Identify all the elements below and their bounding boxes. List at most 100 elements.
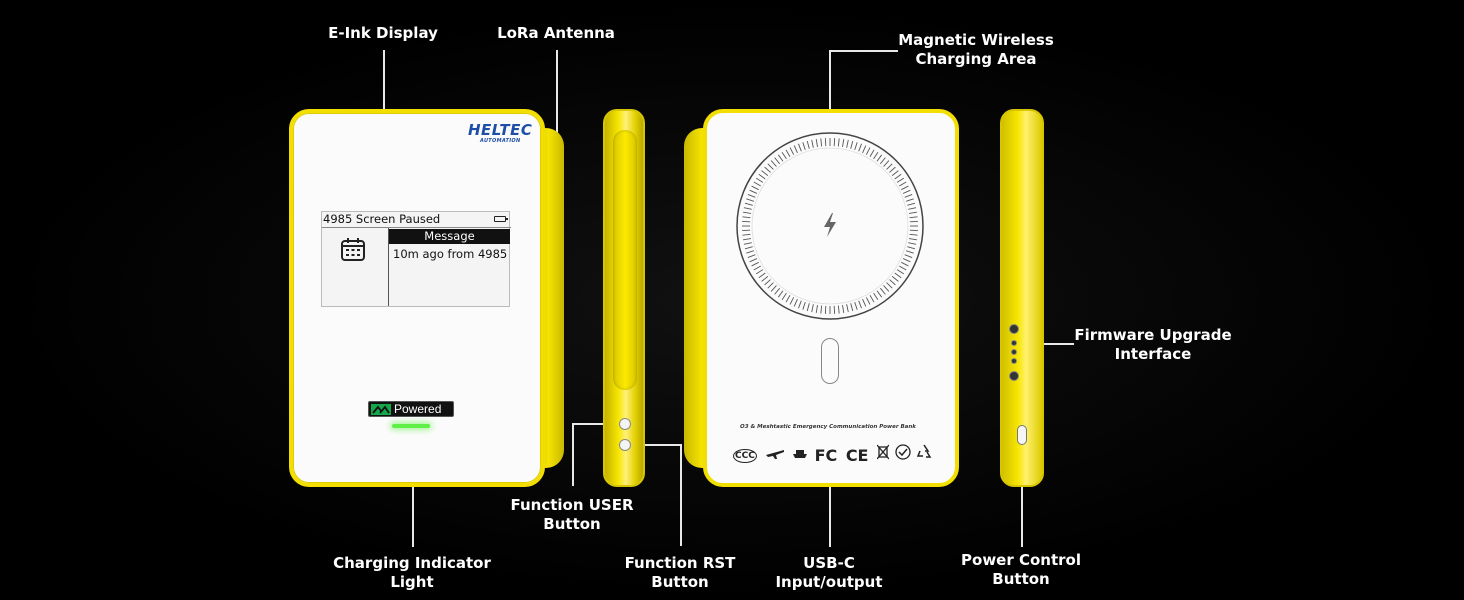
side-groove [613,130,637,390]
ring-tick [747,254,756,258]
ring-tick [806,303,810,312]
ring-tick [858,300,862,309]
ring-tick [902,258,911,263]
user-button-label-line1: Function USER [510,496,634,514]
ring-tick [865,147,871,155]
ring-tick [758,173,766,180]
ring-tick [854,142,858,151]
ring-tick [789,147,795,155]
meshtastic-logo-icon [371,404,391,415]
firmware-label: Firmware Upgrade Interface [1074,326,1232,364]
ship-icon [792,450,807,458]
recycle-icon [917,444,932,458]
ring-tick [743,242,752,245]
wheelie-bin-icon [876,444,890,460]
ring-tick [746,198,755,202]
ring-tick [846,139,849,148]
heltec-logo: HELTEC AUTOMATION [468,121,538,147]
screen-status-bar: 4985 Screen Paused [322,212,511,228]
ring-tick [753,181,761,187]
ring-tick [889,166,896,173]
power-control-label-line2: Button [992,570,1050,588]
charging-leader-line [412,487,414,547]
ring-tick [896,177,905,183]
ring-tick [798,300,802,309]
ring-tick [806,140,810,149]
ring-tick [854,301,858,310]
ring-tick [908,211,917,214]
user-btn-leader-line [572,423,574,486]
wireless-charging-ring [736,132,924,320]
magnetic-leader-line [829,50,831,110]
ring-tick [798,143,802,152]
lora-antenna-label: LoRa Antenna [497,24,615,42]
ring-tick [747,194,756,198]
function-user-button[interactable] [619,418,631,430]
message-header: Message [389,229,510,244]
ring-tick [749,189,758,194]
ring-tick [862,298,867,307]
ring-tick [879,157,886,165]
ring-tick [743,211,752,214]
device-back [703,109,959,487]
charging-indicator-label-line2: Light [390,573,434,591]
firmware-label-line1: Firmware Upgrade [1074,326,1232,344]
ring-tick [815,304,818,313]
ring-tick [908,242,917,245]
rst-button-label-line1: Function RST [624,554,736,572]
ring-tick [883,285,890,292]
ccc-mark: CCC [733,448,757,463]
ring-tick [761,275,769,282]
ring-tick [907,246,916,250]
usbc-label-line2: Input/output [775,573,883,591]
function-rst-button[interactable] [619,439,631,451]
ring-tick [886,282,893,289]
ring-tick [758,272,766,279]
ring-tick [781,292,787,301]
ring-tick [876,290,883,298]
battery-icon [494,216,508,222]
ring-tick [777,290,784,298]
ce-mark: CE [845,446,869,465]
ring-tick [869,149,875,157]
ring-tick [837,138,840,147]
ring-tick [811,304,814,313]
ring-tick [802,301,806,310]
ring-tick [744,246,753,250]
ring-tick [764,279,771,286]
eink-screen: 4985 Screen Paused Message 10m ago from … [321,211,511,307]
pogo-pin [1011,358,1017,364]
ring-tick [774,157,781,165]
ring-tick [820,138,823,147]
heltec-logo-text: HELTEC [468,121,533,139]
ring-tick [909,216,918,219]
ring-tick [785,295,791,303]
ring-tick [811,139,814,148]
ring-tick [904,194,913,198]
ring-tick [815,139,818,148]
ring-tick [873,151,879,160]
powered-badge: Powered [368,401,454,417]
ring-tick [770,160,777,167]
ring-tick [802,142,806,151]
ring-tick [889,279,896,286]
screen-status-text: 4985 Screen Paused [323,212,441,226]
ring-tick [876,154,883,162]
fcc-mark: FC [814,446,838,465]
ring-tick [743,238,752,241]
rst-btn-leader-hline [636,444,681,446]
ring-tick [742,216,751,219]
firmware-upgrade-interface[interactable] [1009,321,1019,383]
ring-tick [879,287,886,295]
ring-tick [901,261,909,267]
ring-tick [789,297,795,305]
rst-button-label: Function RST Button [615,554,745,592]
ring-tick [842,139,845,148]
ring-tick [755,177,764,183]
power-leader-line [1021,487,1023,547]
ring-tick [902,189,911,194]
ring-tick [896,269,905,275]
power-control-button[interactable] [1017,425,1027,445]
ring-tick [746,250,755,254]
